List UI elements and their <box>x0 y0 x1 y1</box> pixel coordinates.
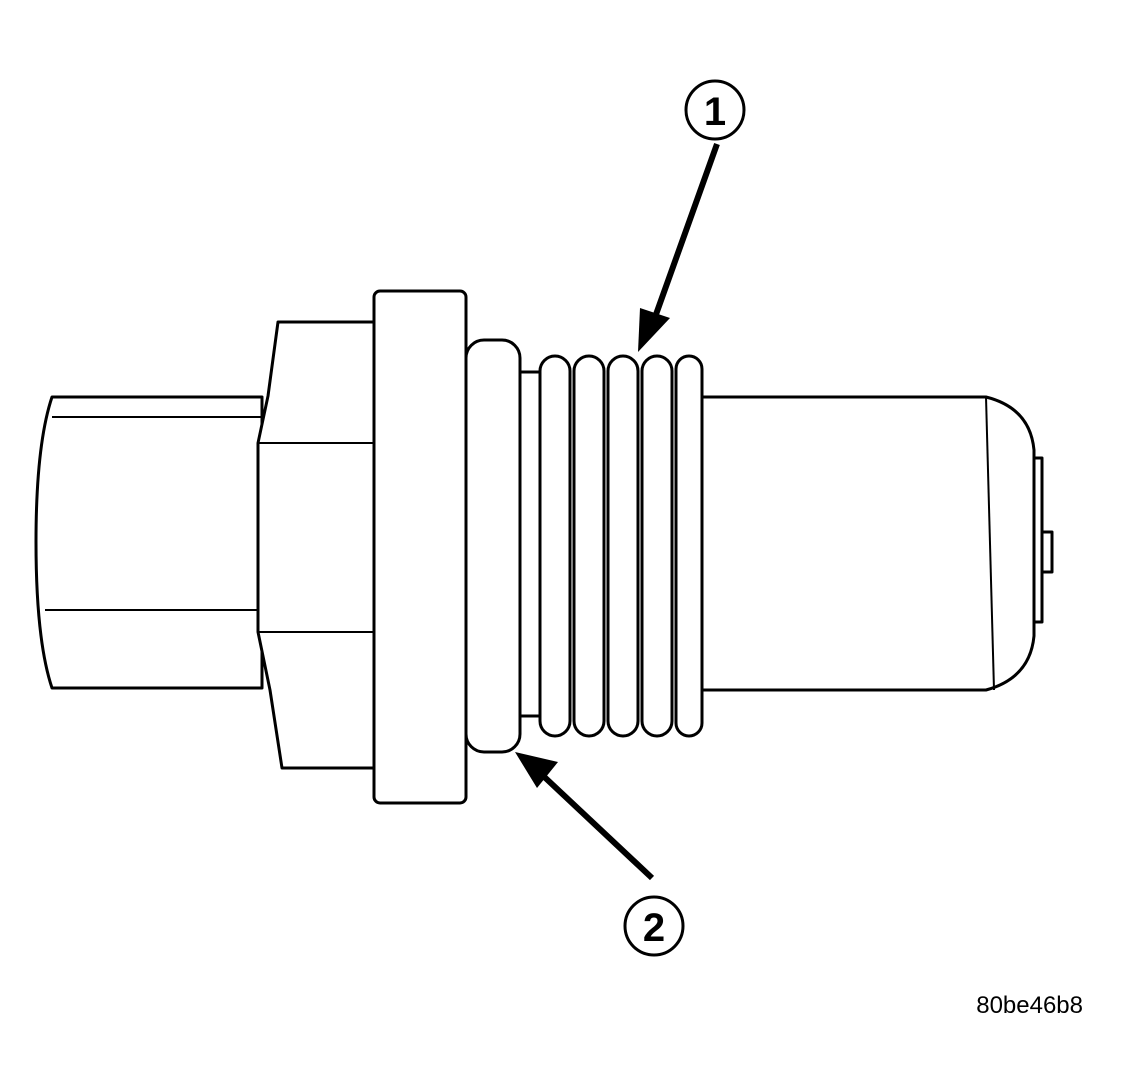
callout-arrow-2 <box>515 752 655 881</box>
reference-code: 80be46b8 <box>976 992 1083 1019</box>
callout-2-label: 2 <box>643 906 665 950</box>
connector-body <box>34 395 264 690</box>
hex-nut <box>256 320 377 770</box>
callout-1-label: 1 <box>704 90 726 134</box>
sensor-tip <box>698 395 1054 692</box>
o-ring-seal <box>464 338 522 754</box>
callout-1: 1 <box>684 79 746 141</box>
flange <box>372 289 468 805</box>
callout-2: 2 <box>623 895 685 957</box>
callout-arrow-1 <box>638 142 720 352</box>
threads <box>538 354 704 738</box>
